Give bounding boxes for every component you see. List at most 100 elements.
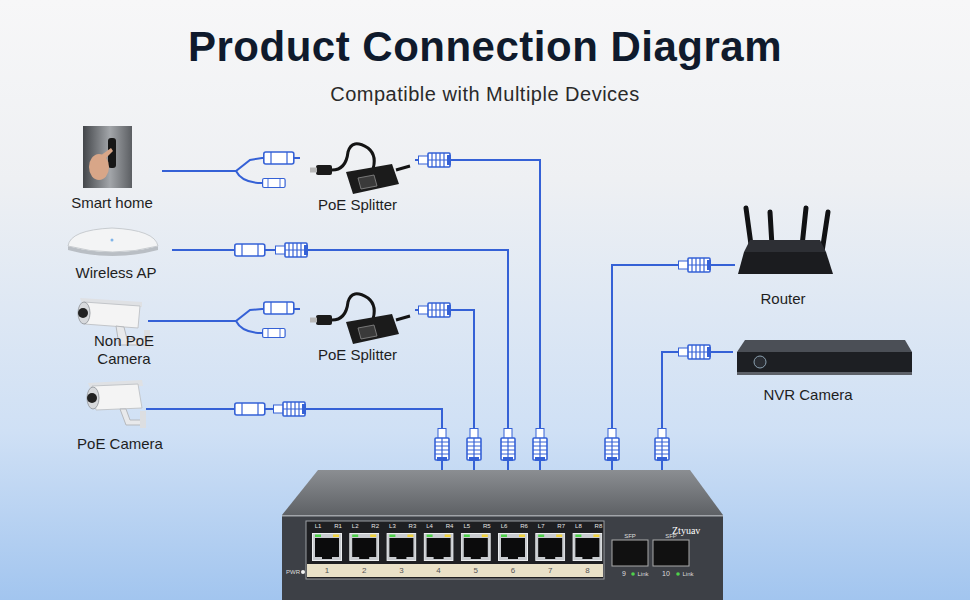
panel-marking: 4 xyxy=(436,567,440,575)
panel-marking: 1 xyxy=(325,567,329,575)
rj45-plug xyxy=(679,345,712,359)
device-label: PoE Camera xyxy=(62,435,178,453)
panel-marking: L5 xyxy=(463,523,470,529)
switch-illustration xyxy=(282,470,723,600)
label-block: PoE Splitter xyxy=(300,346,415,364)
rj45-plug xyxy=(655,429,669,462)
nvr-base xyxy=(737,372,912,375)
camera-bracket xyxy=(120,409,142,425)
wall-plate xyxy=(140,411,146,428)
port-strip xyxy=(307,564,603,577)
ethernet-port xyxy=(573,534,602,561)
panel-marking: L8 xyxy=(575,523,582,529)
ethernet-port xyxy=(387,534,416,561)
device-label: PoE Splitter xyxy=(300,196,415,214)
poe-splitter-illustration xyxy=(310,294,410,344)
rj45-plug xyxy=(419,153,452,167)
camera-lens xyxy=(87,393,97,403)
splitter-node: PoE Splitter xyxy=(300,292,415,364)
panel-marking: R7 xyxy=(557,523,565,529)
label-block: PoE Camera xyxy=(62,435,178,453)
cable-connector xyxy=(662,352,733,470)
panel-marking: L7 xyxy=(538,523,545,529)
rj45-plug xyxy=(533,429,547,462)
panel-marking: L3 xyxy=(389,523,396,529)
rj45-plug xyxy=(679,258,712,272)
device-node: PoE Camera xyxy=(62,378,178,453)
ethernet-port xyxy=(424,534,453,561)
panel-marking: SFP xyxy=(624,533,636,539)
panel-marking: 7 xyxy=(548,567,552,575)
rj45-plug xyxy=(276,243,309,257)
panel-marking: Link xyxy=(682,571,693,577)
panel-marking: R5 xyxy=(483,523,491,529)
label-block: Router xyxy=(735,290,831,308)
ethernet-port xyxy=(313,534,342,561)
switch-top xyxy=(282,470,723,515)
power-led xyxy=(301,570,305,574)
camera-lens xyxy=(87,387,99,409)
rj45-plug xyxy=(435,429,449,462)
ethernet-port xyxy=(350,534,379,561)
panel-marking: L4 xyxy=(426,523,433,529)
camera-body xyxy=(92,384,142,410)
panel-marking: R4 xyxy=(446,523,454,529)
device-node: Smart home xyxy=(62,124,162,212)
nvr-button xyxy=(754,356,766,368)
panel-marking: SFP xyxy=(665,533,677,539)
sfp-slot xyxy=(612,540,648,566)
diagram-title: Product Connection Diagram xyxy=(0,26,970,68)
panel-marking: R6 xyxy=(520,523,528,529)
panel-marking: 3 xyxy=(399,567,403,575)
rj45-plug xyxy=(605,429,619,462)
port-panel xyxy=(306,521,604,579)
device-label: NVR Camera xyxy=(733,386,883,404)
device-label: Router xyxy=(735,290,831,308)
switch-front xyxy=(282,515,723,600)
panel-marking: Link xyxy=(637,571,648,577)
finger xyxy=(100,148,113,160)
panel-marking: 5 xyxy=(474,567,478,575)
router-top xyxy=(744,240,826,252)
router-body xyxy=(738,252,833,274)
nvr-icon xyxy=(737,340,912,375)
switch-node: Ztyuav xyxy=(282,470,725,600)
rj45-plug xyxy=(501,429,515,462)
cable-connector xyxy=(178,409,442,470)
panel-marking: 6 xyxy=(511,567,515,575)
label-block: Smart home xyxy=(62,194,162,212)
cable-plug xyxy=(235,403,265,415)
cable-connector xyxy=(172,250,508,470)
camera-lens xyxy=(78,302,90,324)
label-block: PoE Splitter xyxy=(300,196,415,214)
cable-connector xyxy=(415,310,474,470)
cable-connector xyxy=(415,160,540,470)
subtitle: Compatible with Multiple Devices xyxy=(330,84,639,104)
panel-marking: R3 xyxy=(409,523,417,529)
device-node: Non PoE Camera xyxy=(66,292,182,368)
ap-body xyxy=(68,228,158,252)
panel-marking: R1 xyxy=(334,523,342,529)
label-block: Wireless AP xyxy=(60,264,172,282)
label-block: NVR Camera xyxy=(733,386,913,404)
rj45-plug xyxy=(467,429,481,462)
camera-lens xyxy=(78,308,88,318)
nvr-top xyxy=(737,340,912,352)
panel-marking: 2 xyxy=(362,567,366,575)
panel-marking: PWR xyxy=(286,569,300,575)
label-block: Non PoE Camera xyxy=(66,332,182,368)
panel-marking: 10 xyxy=(662,570,670,577)
ap-led xyxy=(111,239,114,242)
dc-branch xyxy=(236,152,294,188)
sfp-slot xyxy=(653,540,689,566)
camera-body xyxy=(84,302,140,328)
rj45-plug xyxy=(419,303,452,317)
device-node: Router xyxy=(735,200,831,308)
poe-splitter-illustration xyxy=(310,144,410,194)
ethernet-port xyxy=(499,534,528,561)
link-led xyxy=(631,572,635,576)
link-led xyxy=(676,572,680,576)
ethernet-port xyxy=(461,534,490,561)
rj45-plug xyxy=(274,402,307,416)
